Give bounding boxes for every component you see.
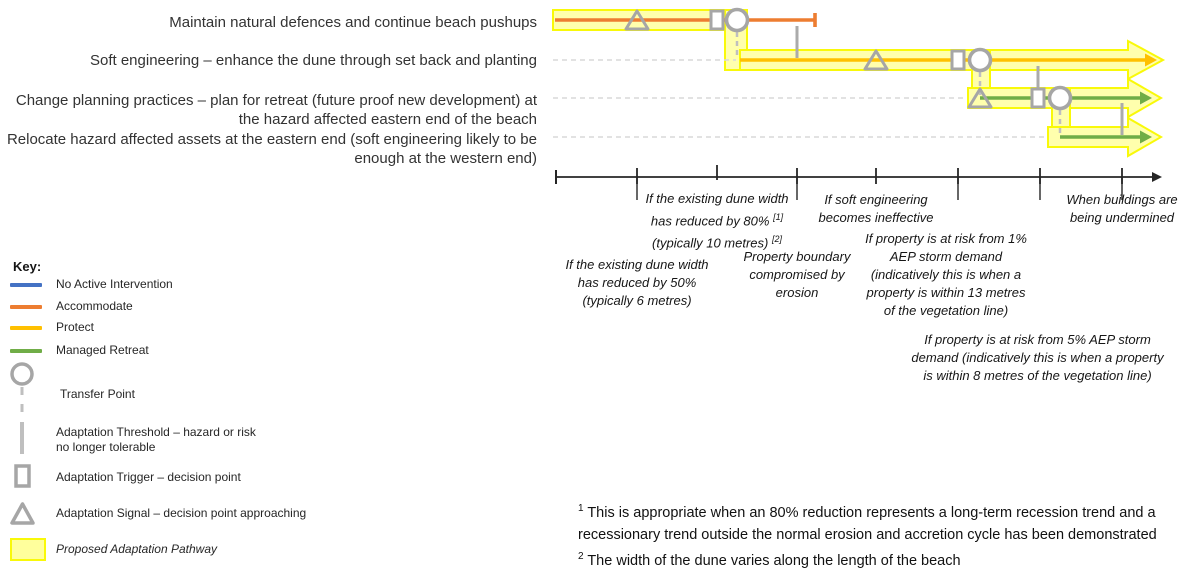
pathway-map xyxy=(552,7,1166,200)
footnotes: 1 This is appropriate when an 80% reduct… xyxy=(578,503,1157,569)
row-label-maintain-defences: Maintain natural defences and continue b… xyxy=(0,13,537,32)
protect-arrowhead xyxy=(1145,53,1157,67)
adaptation-trigger-marker xyxy=(950,49,966,71)
managed-retreat-arrowhead xyxy=(1140,91,1152,105)
adaptation-trigger-symbol xyxy=(14,464,31,488)
annotation-buildings-undermined: When buildings are being undermined xyxy=(1066,192,1178,225)
row-label-line: Maintain natural defences and continue b… xyxy=(169,14,537,31)
adaptation-signal-marker xyxy=(967,87,993,109)
adaptation-trigger-marker xyxy=(1030,87,1046,109)
managed-retreat-arrowhead xyxy=(1140,130,1152,144)
annotation-dune-50pct: If the existing dune width has reduced b… xyxy=(565,257,709,308)
transfer-points xyxy=(724,7,1073,111)
managed-retreat-line-swatch xyxy=(10,349,42,353)
annotation-risk-5pct-aep: If property is at risk from 5% AEP storm… xyxy=(911,332,1164,383)
pathway-row4-managed-retreat xyxy=(1060,130,1152,144)
adaptation-signal-marker xyxy=(624,9,650,31)
row-label-line: Soft engineering – enhance the dune thro… xyxy=(89,52,537,69)
annotation-property-boundary: Property boundary compromised by erosion xyxy=(743,249,851,300)
annotation-dune-80pct: If the existing dune width has reduced b… xyxy=(645,191,789,251)
proposed-pathway-highlights xyxy=(552,9,1166,158)
annotation-risk-1pct-aep: If property is at risk from 1% AEP storm… xyxy=(865,231,1027,318)
footnote-marker-2: 2 xyxy=(578,550,584,562)
row-label-relocate-assets: Relocate hazard affected assets at the e… xyxy=(0,130,537,168)
transfer-point-symbol xyxy=(10,362,34,417)
row-label-line: Change planning practices – plan for ret… xyxy=(15,92,537,109)
transfer-point-marker xyxy=(967,47,993,73)
proposed-pathway-swatch xyxy=(10,538,46,561)
adaptation-trigger-marker xyxy=(709,9,725,31)
footnote-marker-1: 1 xyxy=(578,503,584,514)
adaptation-thresholds xyxy=(795,26,1124,135)
axis-arrowhead xyxy=(1152,172,1162,182)
adaptation-threshold-symbol xyxy=(20,422,24,454)
legend-title: Key: xyxy=(13,259,42,274)
row-label-line: enough at the western end) xyxy=(354,150,537,167)
row-label-change-planning: Change planning practices – plan for ret… xyxy=(0,91,537,129)
row-label-line: Relocate hazard affected assets at the e… xyxy=(6,131,537,148)
transfer-point-marker xyxy=(724,7,750,33)
footnote-ref-1: [1] xyxy=(773,212,784,222)
no-active-intervention-line-swatch xyxy=(10,283,42,287)
pathway-row1-accommodate xyxy=(555,13,817,27)
adaptation-signal-marker xyxy=(863,49,889,71)
transfer-stems xyxy=(735,32,1062,134)
adaptation-signals xyxy=(624,9,993,109)
row-label-soft-engineering: Soft engineering – enhance the dune thro… xyxy=(0,51,537,70)
time-axis xyxy=(555,165,1162,200)
transfer-point-marker xyxy=(1047,85,1073,111)
adaptation-triggers xyxy=(709,9,1046,109)
protect-line-swatch xyxy=(10,326,42,330)
accommodate-line-swatch xyxy=(10,305,42,309)
row-label-line: the hazard affected eastern end of the b… xyxy=(238,111,537,128)
annotation-soft-engineering-ineffective: If soft engineering becomes ineffective xyxy=(818,192,934,225)
footnote-ref-2: [2] xyxy=(771,234,782,245)
pathway-row2-protect xyxy=(740,53,1157,67)
adaptation-signal-symbol xyxy=(10,502,35,525)
inactive-path-dashes xyxy=(553,59,1046,138)
